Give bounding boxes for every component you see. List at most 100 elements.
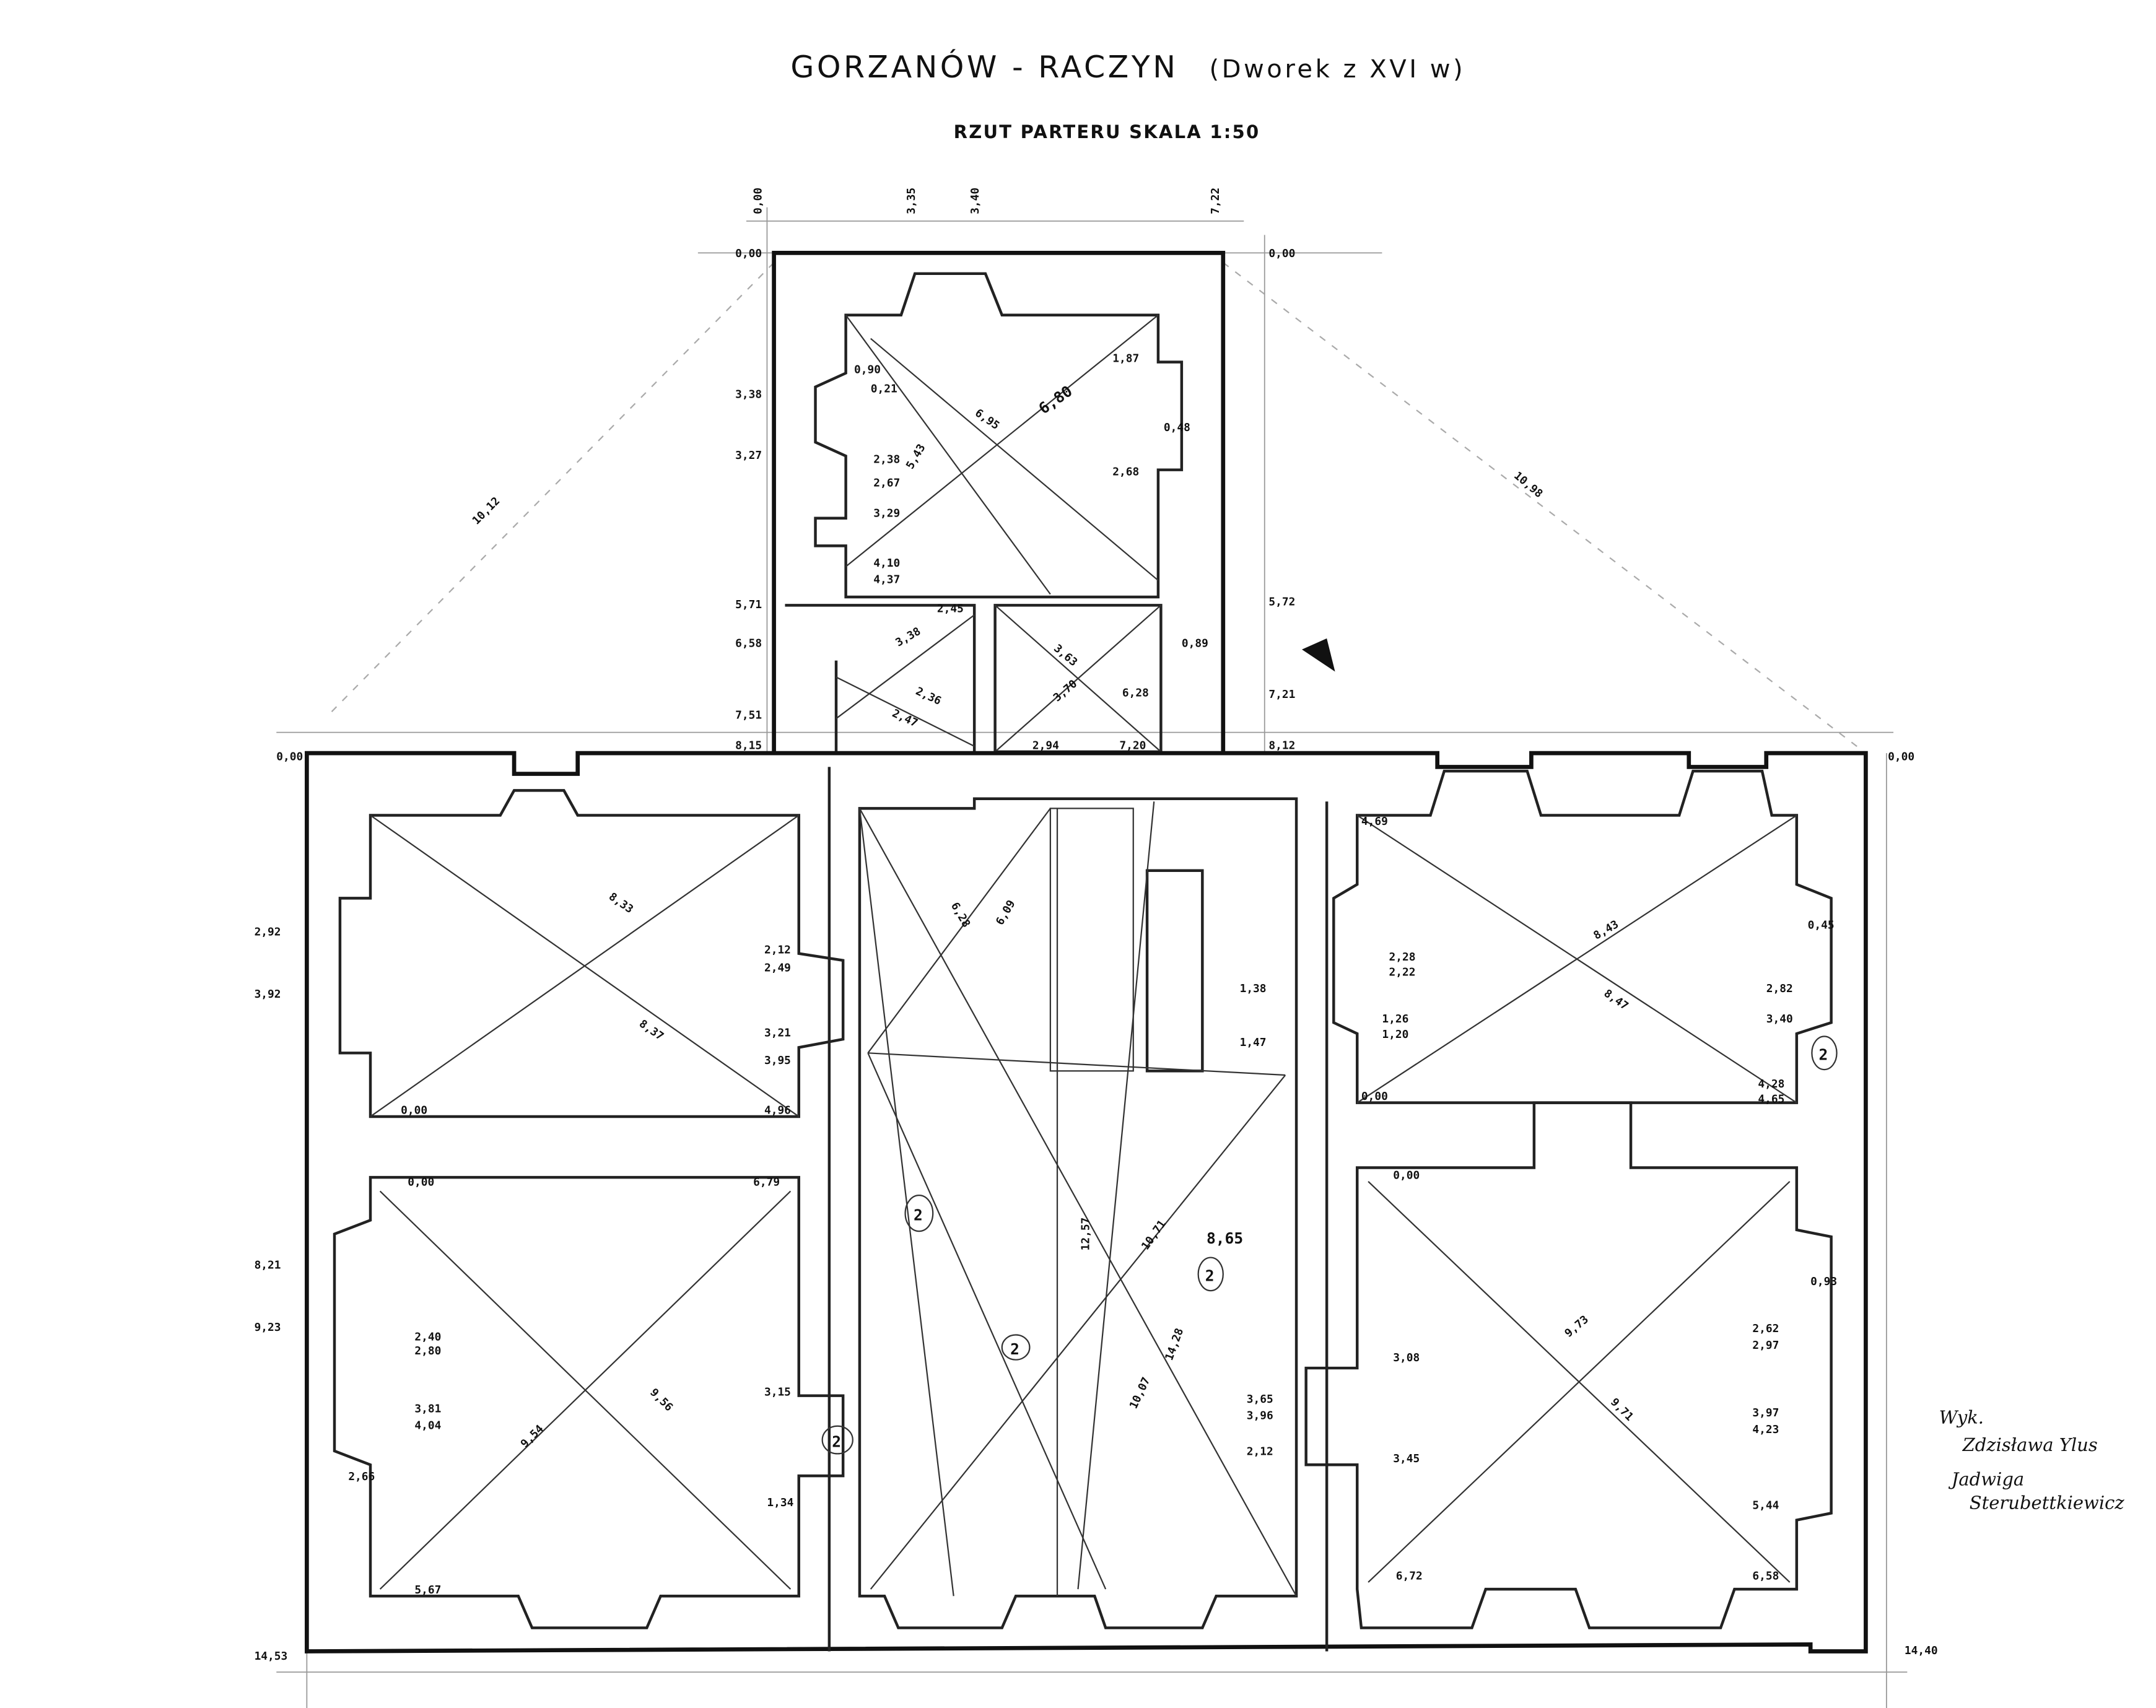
dim-label: 4,23: [1752, 1423, 1779, 1436]
dim-label: 0,00: [1888, 750, 1914, 763]
room-left-bottom: [333, 1175, 845, 1629]
dim-label: 8,15: [735, 739, 762, 752]
dim-label: 8,43: [1591, 918, 1621, 943]
room-marks: 2 2 2 2 2: [821, 638, 1838, 1455]
dim-label: 1,38: [1240, 982, 1267, 995]
signature-line: Wyk.: [1939, 1406, 1984, 1427]
dim-label: 6,09: [993, 898, 1018, 928]
dim-label: 0,00: [735, 247, 762, 260]
dim-label: 8,65: [1207, 1229, 1243, 1247]
dim-label: 3,97: [1752, 1406, 1779, 1419]
dim-label: 0,89: [1182, 637, 1208, 650]
room-right-bottom: [1304, 1101, 1833, 1629]
dim-label: 3,35: [905, 188, 918, 214]
drawing-title: GORZANÓW - RACZYN: [790, 48, 1178, 85]
dim-label: 3,95: [764, 1054, 791, 1067]
dim-label: 2,12: [764, 944, 791, 957]
dim-label: 2,36: [914, 685, 943, 708]
dim-label: 7,21: [1268, 688, 1295, 701]
dim-label: 6,79: [753, 1176, 780, 1189]
dim-label: 3,96: [1247, 1410, 1273, 1423]
dim-label: 4,65: [1758, 1093, 1784, 1106]
dim-label: 1,34: [767, 1496, 793, 1509]
dim-label: 0,00: [752, 188, 765, 214]
dim-label: 8,12: [1268, 739, 1295, 752]
dim-label: 3,40: [1766, 1013, 1793, 1026]
dim-label: 3,45: [1393, 1452, 1420, 1465]
dim-label: 7,51: [735, 708, 762, 721]
dim-label: 2,22: [1389, 965, 1416, 978]
dim-label: 4,04: [414, 1419, 441, 1432]
dim-label: 0,48: [1164, 421, 1190, 434]
dim-label: 2,82: [1766, 982, 1793, 995]
room-right-top: [1332, 769, 1833, 1104]
dim-label: 0,00: [1268, 247, 1295, 260]
dim-label: 8,21: [255, 1258, 281, 1271]
drawing-title-note: (Dworek z XVI w): [1209, 55, 1465, 84]
signature-line: Sterubettkiewicz: [1970, 1492, 2125, 1514]
dim-label: 0,00: [408, 1176, 434, 1189]
dim-label: 6,58: [735, 637, 762, 650]
dim-label: 2,94: [1032, 739, 1059, 752]
dim-label: 5,67: [414, 1584, 441, 1597]
dim-label: 3,38: [735, 388, 762, 401]
dim-label: 4,69: [1361, 815, 1388, 828]
north-annex: [772, 250, 1226, 754]
dim-label: 3,63: [1051, 642, 1080, 669]
room-left-top: [338, 789, 845, 1118]
dim-label: 14,40: [1905, 1644, 1938, 1657]
dim-label: 10,71: [1139, 1218, 1169, 1252]
construction-lines: [276, 207, 1908, 1708]
dim-label: 1,47: [1240, 1036, 1267, 1049]
dim-label: 6,28: [948, 900, 973, 930]
dimension-labels: 0,00 3,35 3,40 7,22 0,00 3,38 3,27 5,71 …: [255, 188, 1938, 1663]
signature-line: Jadwiga: [1949, 1469, 2024, 1490]
dim-label: 9,23: [255, 1321, 281, 1334]
dim-label: 6,58: [1752, 1569, 1779, 1582]
dim-label: 12,57: [1079, 1218, 1092, 1251]
dim-label: 3,29: [873, 507, 900, 520]
dim-label: 2,97: [1752, 1339, 1779, 1352]
dim-label: 2,28: [1389, 951, 1416, 964]
dim-label: 8,37: [637, 1017, 666, 1044]
dim-label: 6,28: [1122, 687, 1149, 700]
dim-label: 0,00: [276, 750, 303, 763]
signature-line: Zdzisława Ylus: [1962, 1434, 2098, 1455]
room-mark: 2: [1010, 1340, 1019, 1358]
dim-label: 3,15: [764, 1386, 791, 1399]
dim-label: 0,00: [401, 1104, 427, 1117]
dim-label: 0,00: [1393, 1169, 1420, 1182]
room-mark: 2: [1205, 1267, 1215, 1285]
dim-label: 10,07: [1127, 1375, 1153, 1411]
dim-label: 14,53: [255, 1650, 288, 1663]
dim-label: 9,73: [1562, 1313, 1591, 1340]
dim-label: 10,12: [470, 495, 503, 528]
main-block: [305, 751, 1868, 1654]
dim-label: 5,43: [904, 442, 928, 471]
room-mark: 2: [832, 1432, 841, 1450]
dim-label: 4,96: [764, 1104, 791, 1117]
dim-label: 2,45: [937, 603, 964, 616]
dim-label: 2,67: [873, 476, 900, 489]
dim-label: 5,44: [1752, 1499, 1779, 1512]
dim-label: 2,12: [1247, 1445, 1273, 1458]
dim-label: 0,21: [871, 383, 897, 396]
dim-label: 4,10: [873, 557, 900, 570]
dim-label: 3,38: [893, 625, 923, 650]
dim-label: 1,20: [1382, 1028, 1408, 1041]
dim-label: 3,27: [735, 449, 762, 462]
dim-label: 5,71: [735, 598, 762, 611]
dim-label: 3,81: [414, 1402, 441, 1415]
dim-label: 2,80: [414, 1344, 441, 1357]
dim-label: 4,37: [873, 573, 900, 586]
dim-label: 8,33: [606, 890, 635, 916]
north-arrow-icon: [1301, 638, 1335, 672]
dim-label: 1,87: [1112, 352, 1139, 365]
dim-label: 2,92: [255, 926, 281, 939]
dim-label: 14,28: [1163, 1327, 1186, 1362]
dim-label: 1,26: [1382, 1013, 1408, 1026]
dim-label: 9,54: [518, 1423, 546, 1450]
dim-label: 5,72: [1268, 595, 1295, 608]
dim-label: 2,66: [348, 1470, 375, 1483]
